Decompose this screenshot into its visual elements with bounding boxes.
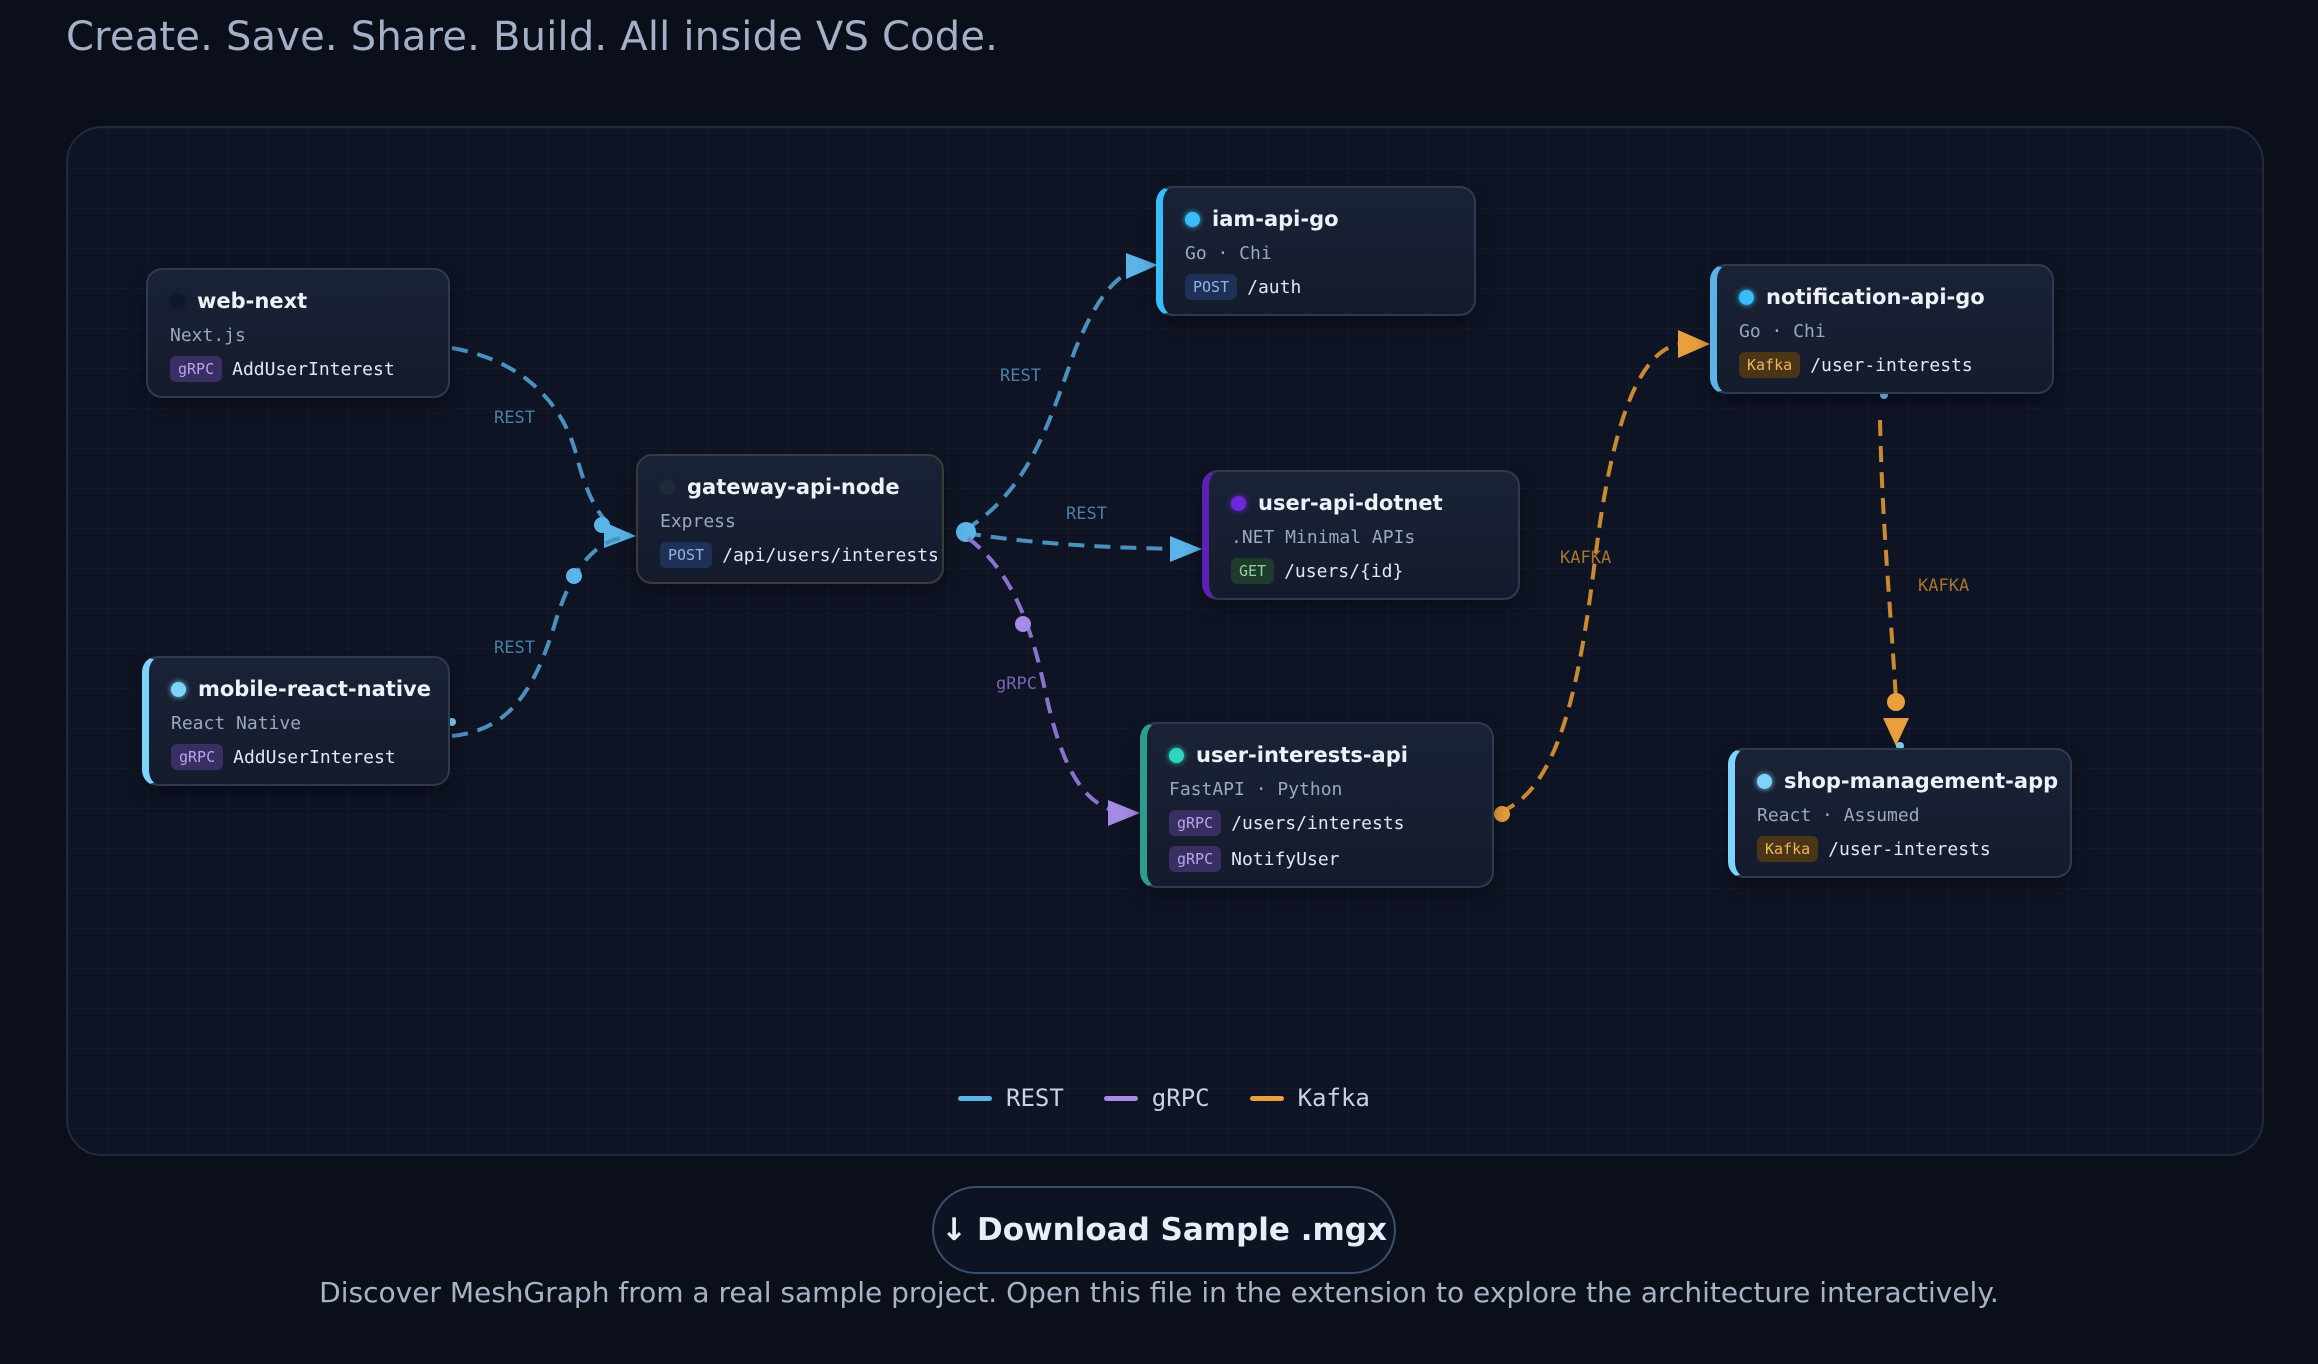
edge-label-notification-to-shop: KAFKA: [1918, 576, 1970, 596]
endpoint-row[interactable]: POST /auth: [1185, 269, 1474, 305]
node-subtitle: Go · Chi: [1739, 321, 1826, 342]
status-dot: [1231, 495, 1246, 511]
download-sample-button[interactable]: ↓ Download Sample .mgx: [932, 1186, 1396, 1274]
node-user-interests-api[interactable]: user-interests-api FastAPI · Python gRPC…: [1140, 722, 1494, 888]
endpoint-badge: gRPC: [171, 744, 224, 770]
node-subtitle: Go · Chi: [1185, 243, 1272, 264]
endpoint-path: NotifyUser: [1231, 848, 1340, 870]
node-title: notification-api-go: [1766, 285, 1985, 309]
endpoint-path: /auth: [1247, 276, 1302, 298]
status-dot: [1185, 211, 1200, 227]
status-dot: [171, 681, 186, 697]
node-user-api-dotnet[interactable]: user-api-dotnet .NET Minimal APIs GET /u…: [1202, 470, 1520, 600]
legend-swatch: [1103, 1095, 1138, 1101]
legend-label: Kafka: [1297, 1084, 1370, 1112]
endpoint-path: /user-interests: [1810, 354, 1973, 376]
node-web-next[interactable]: web-next Next.js gRPC AddUserInterest: [146, 268, 450, 398]
endpoint-row[interactable]: gRPC AddUserInterest: [170, 351, 448, 387]
endpoint-row[interactable]: gRPC NotifyUser: [1169, 841, 1492, 877]
node-subtitle: Next.js: [170, 325, 246, 346]
node-subtitle: React · Assumed: [1757, 805, 1920, 826]
download-button-label: Download Sample .mgx: [976, 1212, 1387, 1248]
node-subtitle: .NET Minimal APIs: [1231, 527, 1416, 548]
node-title: user-interests-api: [1196, 743, 1408, 767]
endpoint-row[interactable]: Kafka /user-interests: [1739, 347, 2052, 383]
edge-label-gateway-to-interests: gRPC: [996, 674, 1037, 694]
edge-label-gateway-to-user: REST: [1066, 504, 1107, 524]
node-mobile-react-native[interactable]: mobile-react-native React Native gRPC Ad…: [142, 656, 450, 786]
endpoint-badge: POST: [660, 542, 713, 568]
node-title: iam-api-go: [1212, 207, 1339, 231]
node-title: web-next: [197, 289, 308, 313]
node-shop-management-app[interactable]: shop-management-app React · Assumed Kafk…: [1728, 748, 2072, 878]
status-dot: [1169, 747, 1184, 763]
node-title: shop-management-app: [1784, 769, 2059, 793]
edge-label-interests-to-notification: KAFKA: [1560, 548, 1612, 568]
endpoint-path: /users/{id}: [1284, 560, 1404, 582]
status-dot: [170, 293, 185, 309]
endpoint-badge: GET: [1231, 558, 1275, 584]
legend-item-kafka: Kafka: [1249, 1084, 1370, 1112]
status-dot: [660, 479, 675, 495]
legend-swatch: [958, 1095, 992, 1101]
legend-label: REST: [1006, 1084, 1064, 1112]
node-subtitle: React Native: [171, 713, 302, 734]
node-notification-api-go[interactable]: notification-api-go Go · Chi Kafka /user…: [1710, 264, 2054, 394]
endpoint-badge: Kafka: [1757, 836, 1819, 862]
page-headline: Create. Save. Share. Build. All inside V…: [66, 14, 999, 60]
endpoint-row[interactable]: gRPC /users/interests: [1169, 805, 1492, 841]
legend-item-grpc: gRPC: [1103, 1084, 1210, 1112]
edge-label-web-to-gateway: REST: [494, 408, 535, 428]
node-iam-api-go[interactable]: iam-api-go Go · Chi POST /auth: [1156, 186, 1476, 316]
endpoint-row[interactable]: Kafka /user-interests: [1757, 831, 2070, 867]
node-subtitle: FastAPI · Python: [1169, 779, 1343, 800]
endpoint-badge: Kafka: [1739, 352, 1801, 378]
endpoint-path: /api/users/interests: [722, 544, 939, 566]
endpoint-path: /user-interests: [1828, 838, 1991, 860]
node-title: gateway-api-node: [687, 475, 900, 499]
endpoint-badge: gRPC: [1169, 846, 1222, 872]
endpoint-row[interactable]: gRPC AddUserInterest: [171, 739, 448, 775]
edge-label-mobile-to-gateway: REST: [494, 638, 535, 658]
endpoint-path: AddUserInterest: [232, 358, 395, 380]
node-subtitle: Express: [660, 511, 736, 532]
legend-swatch: [1249, 1095, 1284, 1101]
endpoint-path: AddUserInterest: [233, 746, 396, 768]
node-title: mobile-react-native: [198, 677, 431, 701]
edge-label-gateway-to-iam: REST: [1000, 366, 1041, 386]
endpoint-path: /users/interests: [1231, 812, 1405, 834]
endpoint-badge: POST: [1185, 274, 1238, 300]
endpoint-row[interactable]: POST /api/users/interests: [660, 537, 942, 573]
legend-label: gRPC: [1151, 1084, 1210, 1112]
download-arrow-icon: ↓: [941, 1212, 967, 1248]
endpoint-badge: gRPC: [170, 356, 223, 382]
legend: REST gRPC Kafka: [958, 1084, 1370, 1112]
status-dot: [1739, 289, 1754, 305]
node-title: user-api-dotnet: [1258, 491, 1443, 515]
endpoint-row[interactable]: GET /users/{id}: [1231, 553, 1518, 589]
legend-item-rest: REST: [958, 1084, 1064, 1112]
status-dot: [1757, 773, 1772, 789]
footnote-text: Discover MeshGraph from a real sample pr…: [319, 1276, 1999, 1309]
endpoint-badge: gRPC: [1169, 810, 1222, 836]
node-gateway-api-node[interactable]: gateway-api-node Express POST /api/users…: [636, 454, 944, 584]
